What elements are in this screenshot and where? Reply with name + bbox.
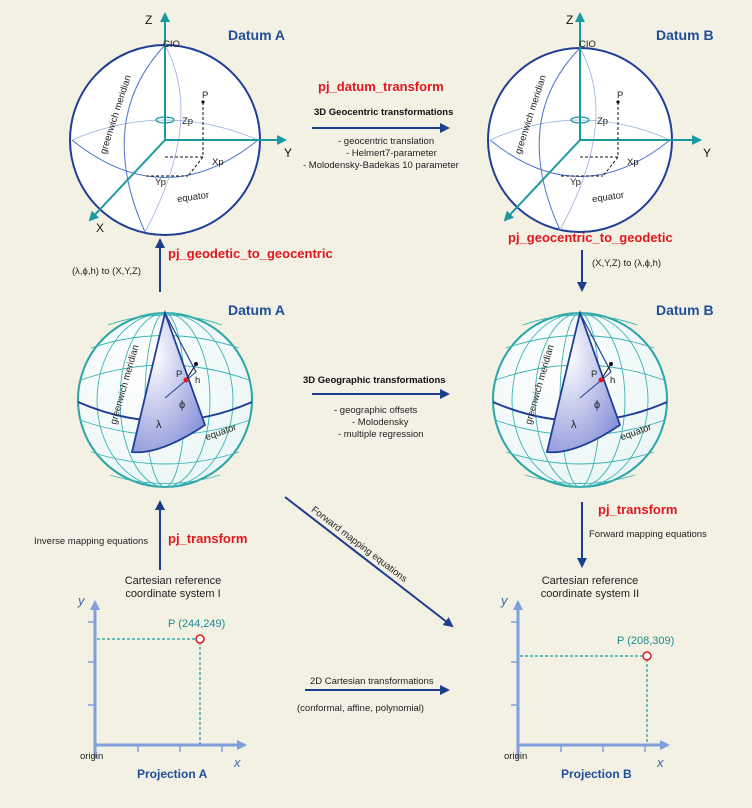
globe-a-geo-h-label: h <box>195 375 201 386</box>
proj-b-y-axis-label: y <box>501 593 508 608</box>
geographic-item: - multiple regression <box>338 429 424 440</box>
globe-a-z-label: Z <box>145 13 153 27</box>
projection-b-plot <box>511 600 670 758</box>
datum-b-title-top: Datum B <box>656 27 714 43</box>
geographic-globe-a <box>77 309 253 488</box>
proj-a-origin-label: origin <box>80 751 104 762</box>
geocentric-globe-a <box>69 12 287 236</box>
arrow-forward-mapping-diagonal <box>284 496 454 628</box>
globe-b-geo-h-label: h <box>610 375 616 386</box>
globe-a-zp-label: Zp <box>182 116 194 127</box>
globe-a-lambda-label: λ <box>156 419 162 431</box>
projection-a-name: Projection A <box>137 767 208 781</box>
globe-b-phi-label: ϕ <box>594 399 601 411</box>
geocentric-globe-b <box>487 12 702 233</box>
pj-geodetic-to-geocentric-label: pj_geodetic_to_geocentric <box>168 246 333 261</box>
pj-transform-left-label: pj_transform <box>168 531 248 546</box>
proj-b-title-line1: Cartesian reference <box>541 575 639 587</box>
proj-b-origin-label: origin <box>504 751 528 762</box>
globe-a-p-label: P <box>202 90 209 101</box>
geodetic-to-geocentric-conversion: (λ,ϕ,h) to (X,Y,Z) <box>72 266 142 277</box>
proj-b-point-label: P (208,309) <box>617 635 675 647</box>
globe-b-z-label: Z <box>566 13 574 27</box>
geocentric-item: - Helmert7-parameter <box>346 148 437 159</box>
globe-b-cio-label: CIO <box>579 39 596 50</box>
datum-a-title-top: Datum A <box>228 27 286 43</box>
cartesian-sub: (conformal, affine, polynomial) <box>297 703 425 714</box>
geocentric-to-geodetic-conversion: (X,Y,Z) to (λ,ϕ,h) <box>592 258 662 269</box>
inverse-mapping-label: Inverse mapping equations <box>34 536 149 547</box>
globe-b-zp-label: Zp <box>597 116 609 127</box>
globe-b-geo-p-label: P <box>591 369 598 380</box>
geocentric-item: - geocentric translation <box>338 136 435 147</box>
proj-a-y-axis-label: y <box>78 593 85 608</box>
forward-mapping-right-label: Forward mapping equations <box>589 529 707 540</box>
proj-a-title-line1: Cartesian reference <box>124 575 222 587</box>
globe-a-cio-label: CIO <box>163 39 180 50</box>
globe-b-yp-label: Yp <box>570 177 581 188</box>
geographic-globe-b <box>492 309 668 488</box>
proj-a-x-axis-label: x <box>234 755 241 770</box>
datum-a-title-mid: Datum A <box>228 302 286 318</box>
globe-a-xp-label: Xp <box>212 157 224 168</box>
globe-a-phi-label: ϕ <box>179 399 186 411</box>
globe-b-lambda-label: λ <box>571 419 577 431</box>
globe-a-geo-p-label: P <box>176 369 183 380</box>
geographic-heading: 3D Geographic transformations <box>303 375 446 386</box>
geocentric-heading: 3D Geocentric transformations <box>314 107 454 118</box>
geographic-item: - geographic offsets <box>334 405 418 416</box>
proj-b-title-line2: coordinate system II <box>540 588 640 600</box>
globe-a-y-label: Y <box>284 146 293 160</box>
globe-b-y-label: Y <box>703 146 712 160</box>
datum-b-title-mid: Datum B <box>656 302 714 318</box>
geographic-item: - Molodensky <box>352 417 409 428</box>
pj-geocentric-to-geodetic-label: pj_geocentric_to_geodetic <box>508 230 673 245</box>
globe-b-xp-label: Xp <box>627 157 639 168</box>
geocentric-item: - Molodensky-Badekas 10 parameter <box>303 160 459 171</box>
globe-b-p-label: P <box>617 90 624 101</box>
pj-transform-right-label: pj_transform <box>598 502 678 517</box>
cartesian-heading: 2D Cartesian transformations <box>310 676 434 687</box>
globe-a-yp-label: Yp <box>155 177 166 188</box>
projection-b-name: Projection B <box>561 767 632 781</box>
proj-a-point-label: P (244,249) <box>168 618 226 630</box>
globe-a-x-label: X <box>96 221 105 235</box>
projection-a-plot <box>88 600 247 758</box>
pj-datum-transform-label: pj_datum_transform <box>318 79 444 94</box>
proj-b-x-axis-label: x <box>657 755 664 770</box>
proj-a-title-line2: coordinate system I <box>125 588 221 600</box>
